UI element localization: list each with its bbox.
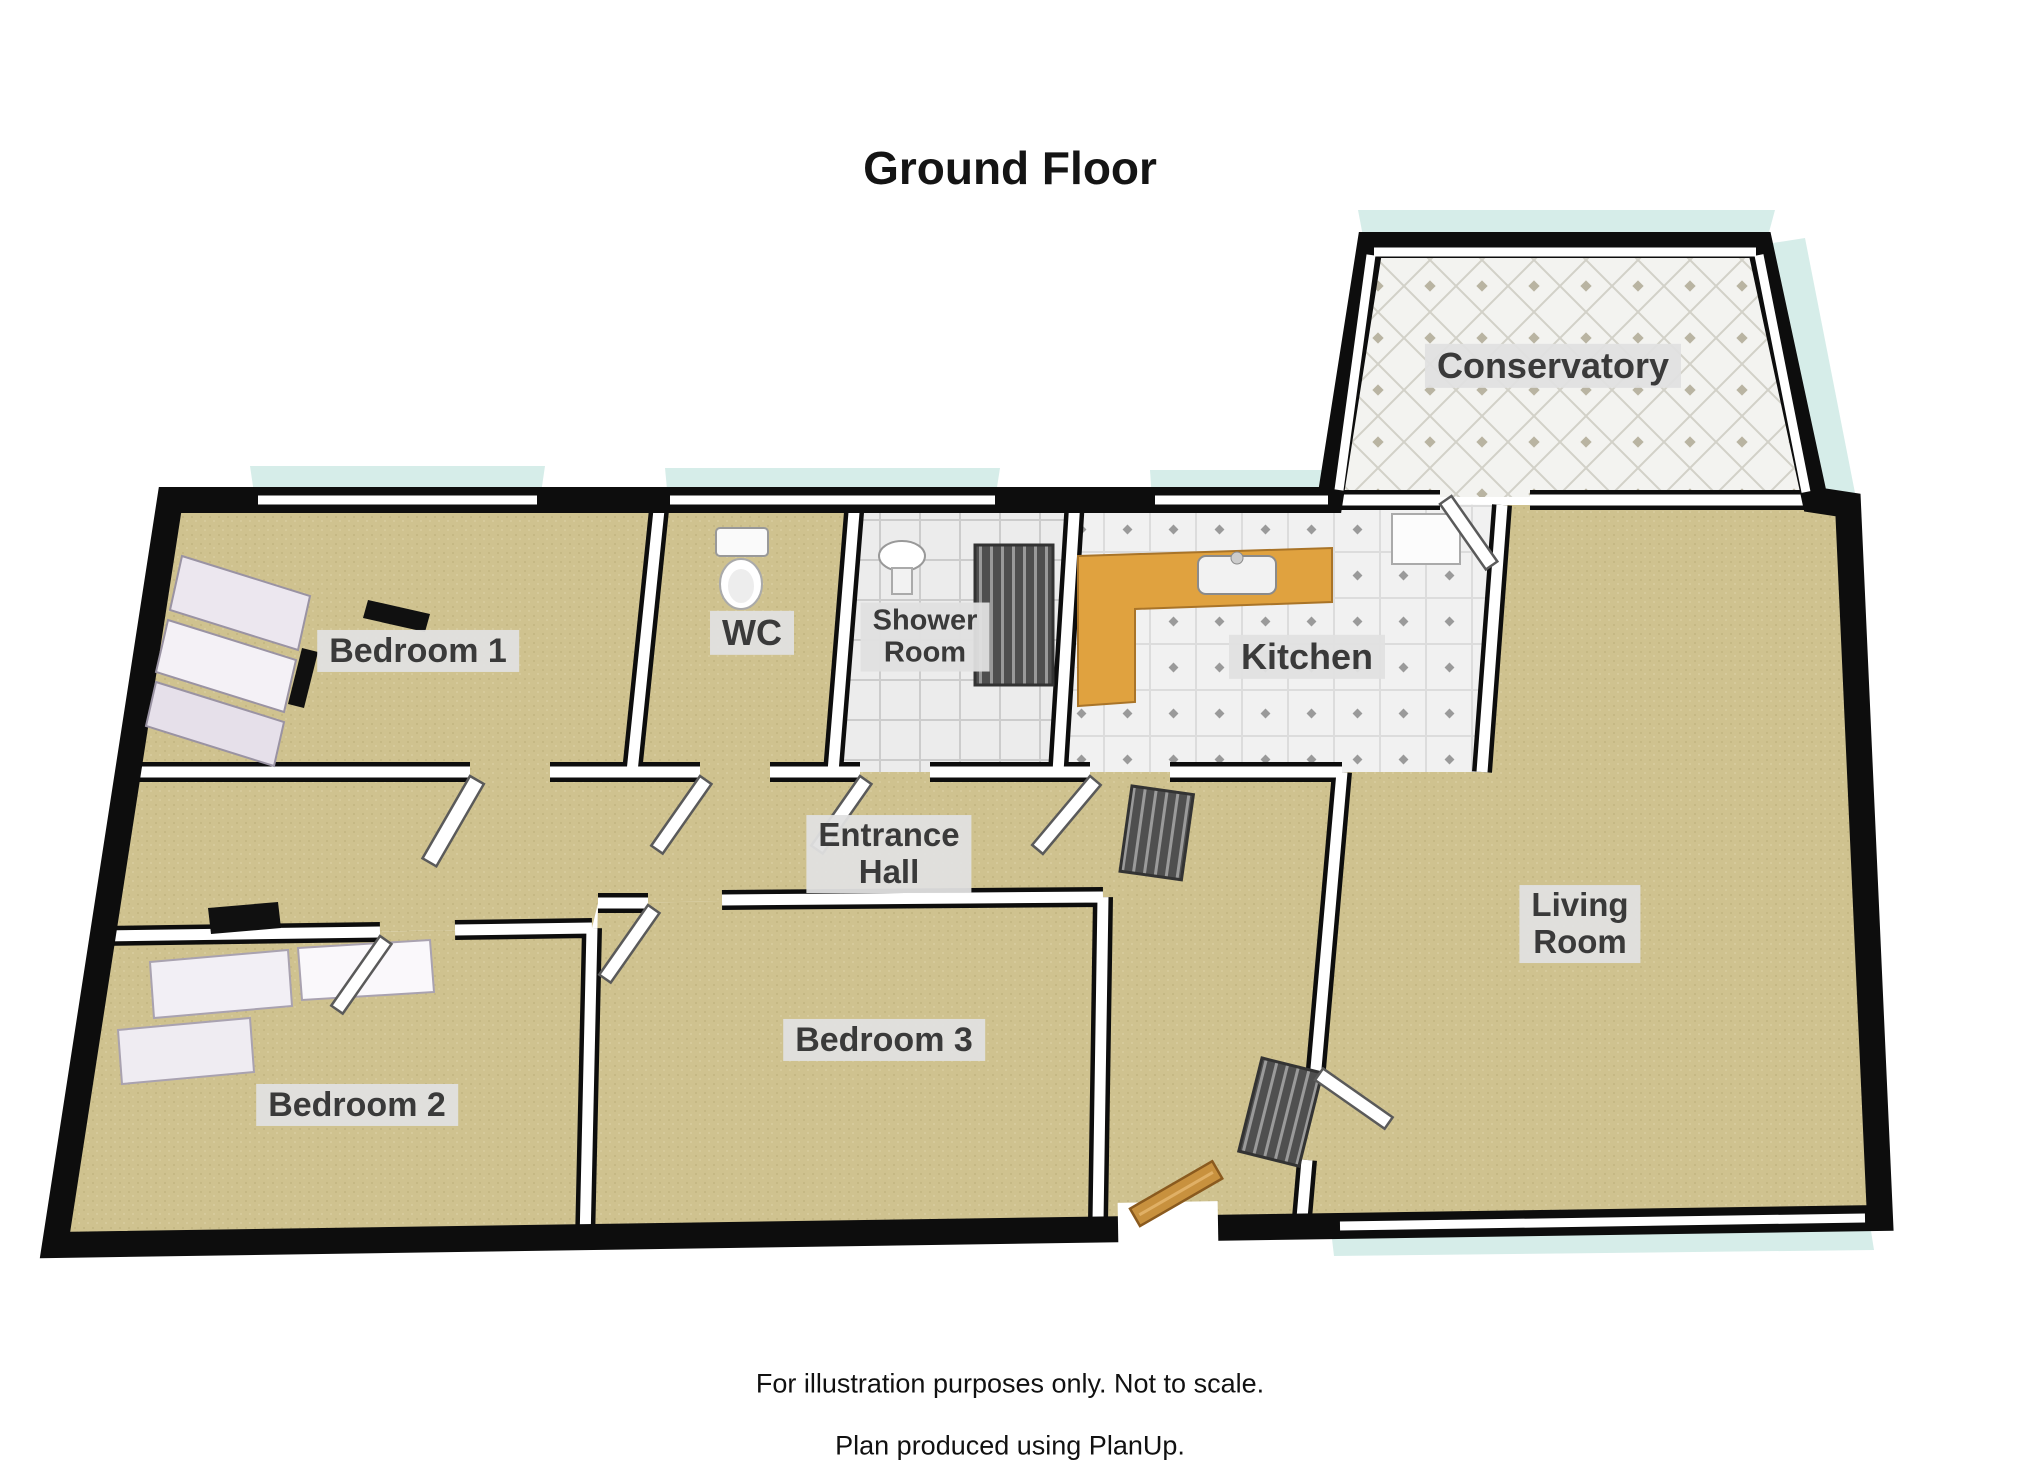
room-label-shower-room: Shower Room [860, 602, 990, 672]
bedroom2-wall-stub [208, 902, 281, 934]
fixtures [116, 513, 1461, 1168]
bedroom1-wardrobe-panel [144, 680, 286, 768]
plan-title: Ground Floor [863, 142, 1157, 194]
living-room-floor [1302, 505, 1880, 1218]
bedroom3-door [597, 903, 662, 985]
front-door [1128, 1159, 1224, 1228]
washbasin-pedestal [891, 567, 913, 595]
room-label-bedroom1: Bedroom 1 [317, 629, 519, 673]
bedroom1-wardrobe-panel [168, 554, 312, 652]
bedroom3-floor [590, 897, 1103, 1240]
toilet-cistern [715, 527, 769, 557]
bedroom2-wardrobe-panel [148, 948, 294, 1020]
room-label-entrance-hall: Entrance Hall [806, 815, 972, 893]
living-room-window-frame [1339, 1213, 1866, 1231]
kitchen-faucet [1230, 551, 1244, 565]
living-room-radiator [1236, 1056, 1324, 1168]
hall-radiator [1118, 784, 1196, 882]
credit-text: Plan produced using PlanUp. [835, 1430, 1185, 1461]
room-label-living-line1: Living [1531, 886, 1629, 924]
bedroom1-wall-stub [288, 648, 318, 708]
room-label-entrance-line2: Hall [858, 853, 920, 890]
room-label-conservatory: Conservatory [1424, 343, 1682, 389]
room-label-living-room: Living Room [1519, 885, 1641, 963]
bedroom2-wardrobe-panel [116, 1016, 256, 1086]
room-label-wc: WC [710, 610, 794, 656]
room-label-kitchen: Kitchen [1228, 634, 1386, 680]
room-label-entrance-line1: Entrance [818, 816, 960, 854]
bedroom1-door [420, 774, 486, 868]
bedroom2-door [329, 934, 394, 1016]
interior-wall-faces [97, 494, 1815, 1243]
bedroom1-wall-stub [363, 600, 430, 632]
conservatory-door [1438, 494, 1500, 572]
toilet-seat [728, 569, 754, 603]
washbasin [878, 540, 926, 572]
wc-door [649, 774, 714, 856]
room-label-bedroom3: Bedroom 3 [783, 1018, 985, 1062]
interior-walls [97, 490, 1815, 1243]
window-frames [258, 247, 1866, 1231]
kitchen-appliance [1391, 513, 1461, 565]
entrance-hall-floor [98, 772, 1342, 1222]
kitchen-door [1030, 774, 1103, 856]
room-label-shower-line2: Room [883, 637, 967, 669]
exterior-walls [39, 232, 1894, 1259]
room-label-bedroom2: Bedroom 2 [256, 1083, 458, 1127]
room-label-living-line2: Room [1533, 923, 1627, 960]
living-room-door [1313, 1066, 1395, 1131]
conservatory-glazing-frame [1334, 247, 1811, 493]
bedroom1-wardrobe-panel [154, 618, 298, 714]
disclaimer-text: For illustration purposes only. Not to s… [755, 1368, 1265, 1399]
room-label-shower-line1: Shower [872, 604, 978, 637]
